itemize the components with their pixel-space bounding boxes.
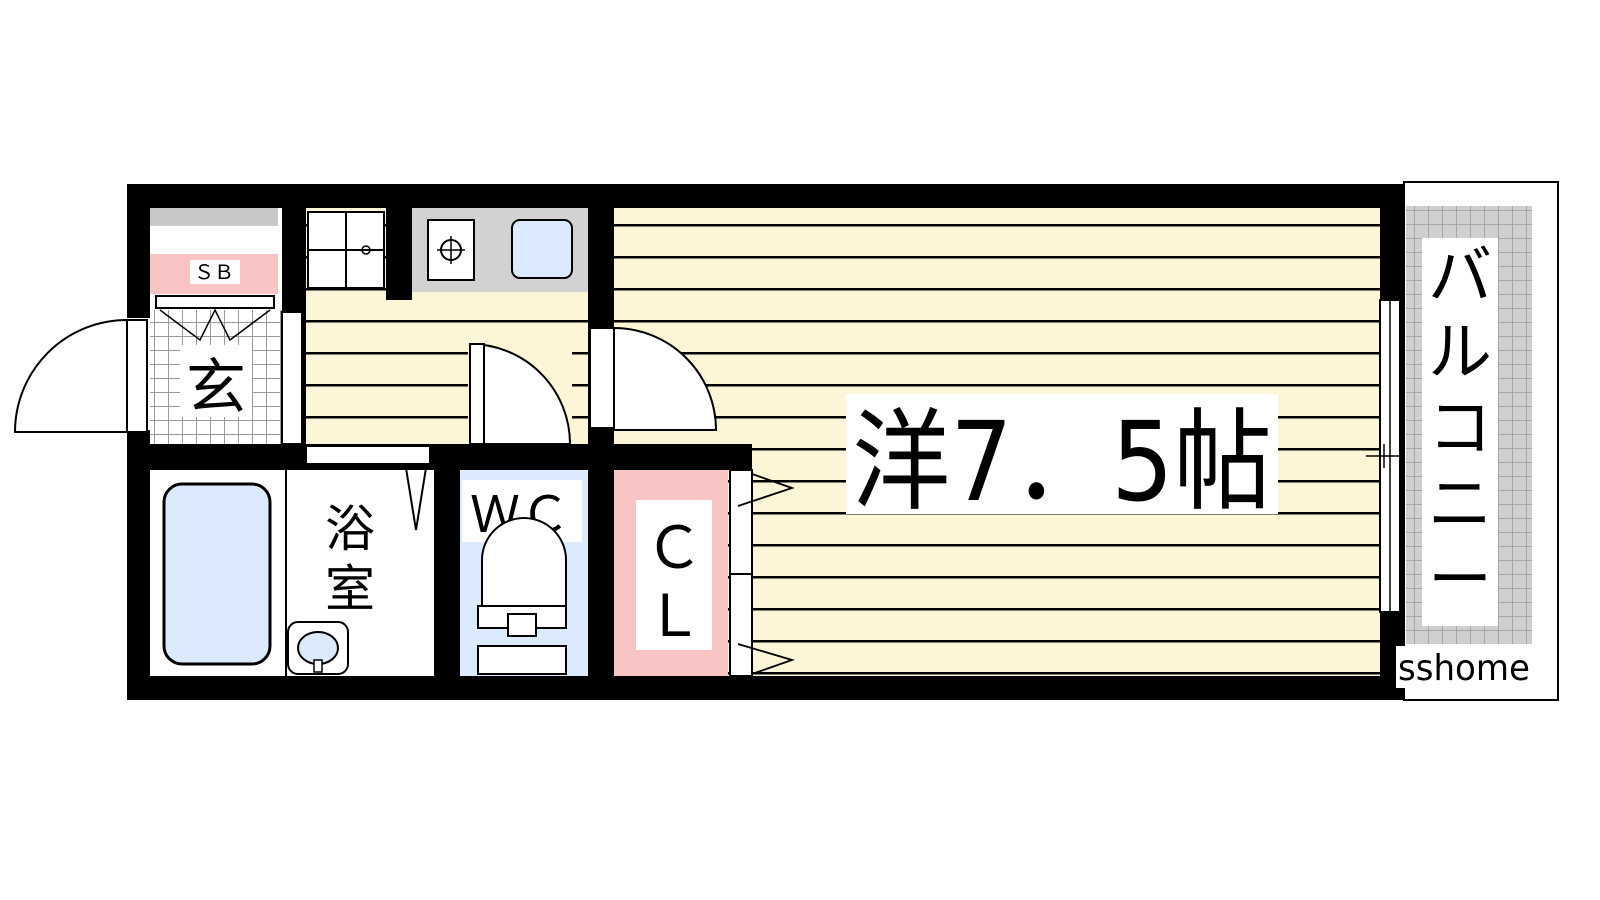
closet-label-bottom: Ｌ (645, 582, 703, 650)
balcony-label-3: コ (1428, 392, 1492, 466)
gas-burner-icon (427, 219, 475, 281)
shoe-box-door (155, 295, 275, 309)
gray-shelf (150, 208, 278, 226)
bathtub-icon (162, 482, 272, 666)
balcony-label-4: ニ (1428, 468, 1492, 542)
closet-label-top: Ｃ (645, 514, 703, 582)
shoe-box-label: ＳＢ (194, 260, 234, 284)
bathroom-label-top: 浴 (325, 500, 375, 558)
entry-door-swing (13, 318, 128, 433)
kitchen-wall-stub (386, 208, 412, 300)
kitchen-sink-icon (511, 219, 573, 279)
toilet-icon (477, 517, 567, 675)
wc-door-swing (469, 342, 572, 445)
room-door-swing (613, 326, 718, 431)
balcony-label-2: ル (1428, 316, 1492, 390)
entrance-label: 玄 (186, 353, 246, 423)
bathroom-label-bottom: 室 (325, 560, 375, 618)
wash-basin-icon (287, 621, 349, 675)
western-room-label: 洋7．5帖 (852, 398, 1272, 526)
closet-wall (590, 444, 752, 470)
balcony-label-1: バ (1428, 240, 1492, 314)
watermark: sshome (1398, 648, 1530, 689)
refrigerator-icon (307, 211, 385, 289)
balcony-label-5: ー (1428, 544, 1492, 618)
